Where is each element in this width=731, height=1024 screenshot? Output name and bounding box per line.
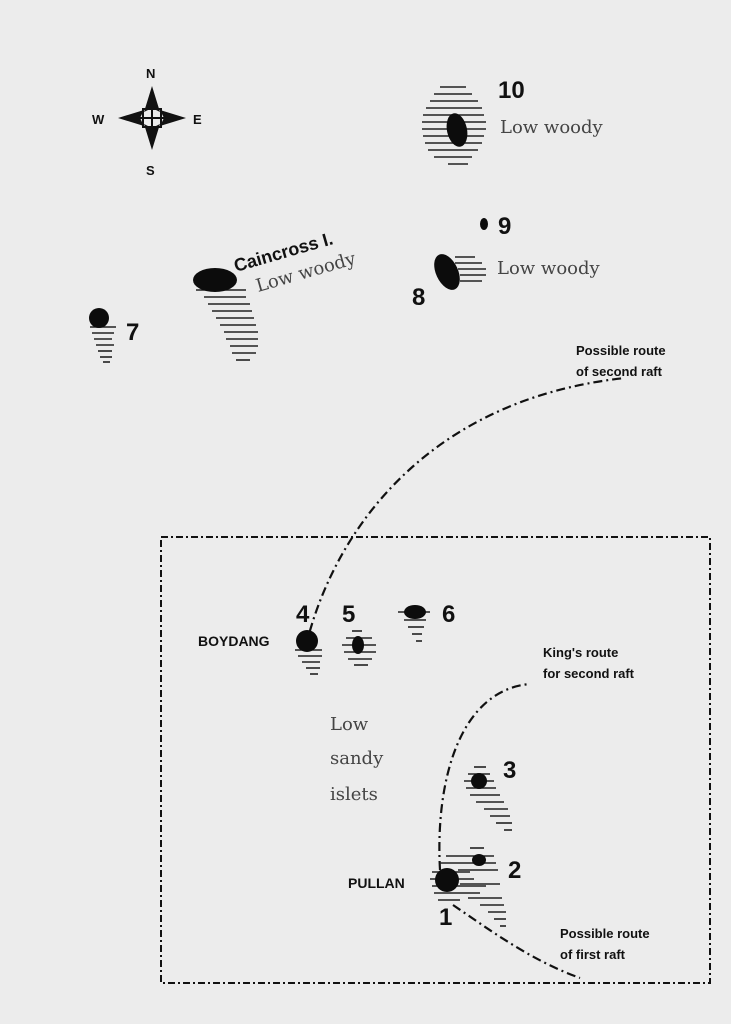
island-1: 1 PULLAN (348, 868, 486, 931)
compass-s: S (146, 163, 155, 178)
route-possible-first-raft (452, 904, 581, 980)
label-possible-first-raft: Possible route of first raft (560, 926, 650, 962)
inset-area-box (160, 536, 711, 984)
svg-text:Low: Low (330, 714, 369, 735)
island-3-number: 3 (503, 757, 516, 784)
svg-text:islets: islets (330, 784, 378, 805)
area-label-low-sandy-islets: Low sandy islets (330, 714, 384, 805)
svg-text:for second raft: for second raft (543, 666, 635, 681)
island-9: 9 (480, 213, 511, 240)
island-6-number: 6 (442, 601, 455, 628)
svg-text:Possible route: Possible route (576, 343, 666, 358)
route-possible-second-raft (303, 376, 626, 651)
island-caincross: Caincross I. Low woody (193, 228, 359, 361)
island-4: 4 BOYDANG (198, 601, 322, 675)
compass-rose-icon: N S W E (92, 66, 202, 178)
island-7-number: 7 (126, 319, 139, 346)
island-5-number: 5 (342, 601, 355, 628)
boydang-name: BOYDANG (198, 633, 270, 649)
island-10: 10 Low woody (422, 77, 604, 165)
label-kings-route: King's route for second raft (543, 645, 635, 681)
island-10-vegetation: Low woody (500, 117, 604, 138)
pullan-name: PULLAN (348, 875, 405, 891)
svg-text:of second raft: of second raft (576, 364, 663, 379)
compass-w: W (92, 112, 105, 127)
svg-text:King's route: King's route (543, 645, 618, 660)
label-possible-second-raft: Possible route of second raft (576, 343, 666, 379)
island-2-number: 2 (508, 857, 521, 884)
island-4-number: 4 (296, 601, 310, 628)
island-8-vegetation: Low woody (497, 258, 601, 279)
island-9-number: 9 (498, 213, 511, 240)
route-kings-second-raft (438, 682, 531, 871)
island-6: 6 (398, 601, 455, 642)
compass-e: E (193, 112, 202, 127)
island-10-number: 10 (498, 77, 525, 104)
island-8: 8 Low woody (412, 254, 601, 311)
svg-text:of first raft: of first raft (560, 947, 626, 962)
compass-n: N (146, 66, 155, 81)
island-3: 3 (464, 757, 516, 831)
svg-text:Possible route: Possible route (560, 926, 650, 941)
island-1-number: 1 (439, 904, 452, 931)
svg-text:sandy: sandy (330, 748, 384, 769)
island-2: 2 (440, 847, 521, 927)
island-8-number: 8 (412, 284, 425, 311)
island-7: 7 (89, 308, 139, 363)
island-5: 5 (342, 601, 376, 666)
